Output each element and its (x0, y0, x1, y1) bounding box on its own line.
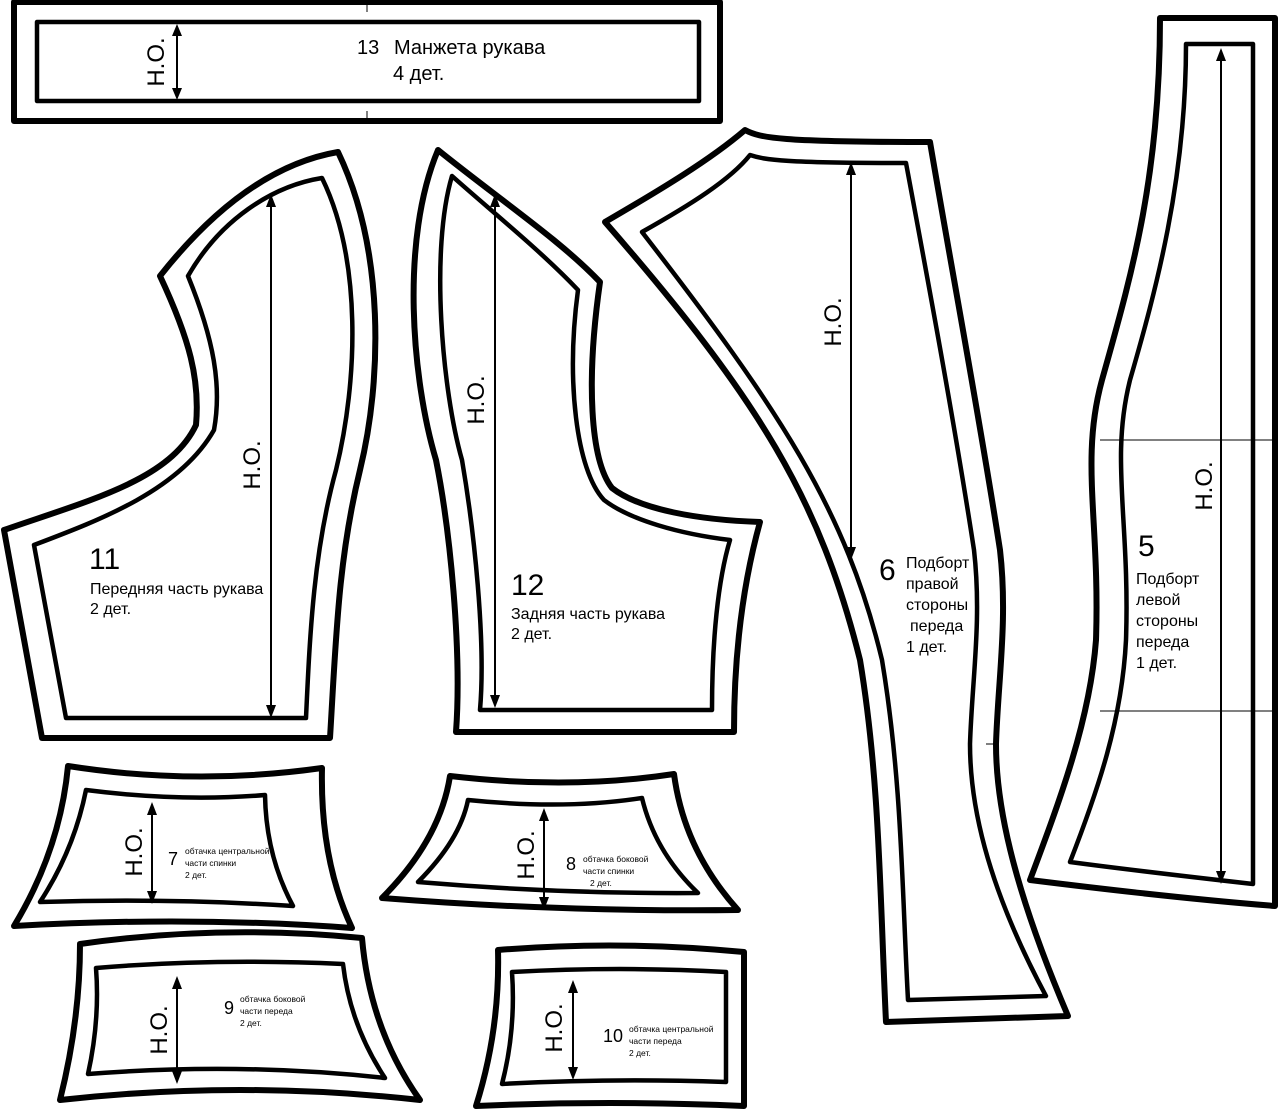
piece-12-cut-line (410, 147, 763, 735)
piece-5-grain-arrow (1216, 48, 1226, 884)
piece-10-count: 2 дет. (629, 1048, 651, 1058)
piece-11-grain-label: Н.О. (239, 440, 266, 489)
piece-6-line2: правой (906, 576, 959, 593)
piece-9-grain-label: Н.О. (146, 1005, 173, 1054)
piece-9-grain-arrow (172, 976, 182, 1084)
piece-12-number: 12 (511, 569, 544, 602)
piece-5-line3: стороны (1136, 613, 1198, 630)
piece-11-seam-line (31, 175, 355, 721)
piece-6-line4: переда (910, 618, 963, 635)
piece-11-number: 11 (89, 543, 120, 576)
piece-7-cut-line (11, 763, 355, 931)
piece-6-line3: стороны (906, 597, 968, 614)
piece-11-front-sleeve: Н.О. 11 Передняя часть рукава 2 дет. (1, 149, 379, 741)
piece-13-count: 4 дет. (393, 63, 444, 85)
piece-13-sleeve-cuff: Н.О. 13 Манжета рукава 4 дет. (11, 0, 723, 124)
piece-9-seam-line (85, 959, 388, 1081)
piece-12-back-sleeve: Н.О. 12 Задняя часть рукава 2 дет. (410, 147, 763, 735)
piece-10-number: 10 (603, 1026, 623, 1046)
piece-7-seam-line (37, 787, 296, 909)
piece-12-seam-line (437, 173, 733, 713)
piece-5-grain-label: Н.О. (1191, 461, 1218, 510)
piece-7-center-back-facing: Н.О. 7 обтачка центральной части спинки … (11, 763, 355, 931)
piece-5-left-front-facing: Н.О. 5 Подборт левой стороны переда 1 де… (1027, 15, 1278, 909)
piece-11-cut-line (1, 149, 379, 741)
piece-10-center-front-facing: Н.О. 10 обтачка центральной части переда… (473, 942, 747, 1109)
piece-12-name: Задняя часть рукава (511, 606, 665, 623)
piece-10-line1: обтачка центральной (629, 1024, 714, 1034)
piece-5-count: 1 дет. (1136, 655, 1177, 672)
piece-10-seam-line (499, 966, 729, 1087)
piece-13-grain-label: Н.О. (143, 37, 170, 86)
piece-11-grain-arrow (266, 194, 276, 718)
piece-6-count: 1 дет. (906, 639, 947, 656)
piece-6-seam-line (639, 152, 1049, 1003)
piece-11-count: 2 дет. (90, 601, 131, 618)
piece-13-seam-line (34, 19, 702, 104)
piece-8-line2: части спинки (583, 866, 634, 876)
piece-13-name: Манжета рукава (394, 37, 546, 59)
piece-7-count: 2 дет. (185, 870, 207, 880)
piece-9-cut-line (57, 929, 423, 1103)
piece-5-line4: переда (1136, 634, 1189, 651)
piece-10-grain-label: Н.О. (541, 1003, 568, 1052)
piece-10-cut-line (473, 942, 747, 1109)
piece-5-cut-line (1027, 15, 1278, 909)
piece-6-grain-label: Н.О. (820, 297, 847, 346)
piece-8-seam-line (415, 795, 701, 896)
piece-12-count: 2 дет. (511, 626, 552, 643)
piece-7-line2: части спинки (185, 858, 236, 868)
piece-7-line1: обтачка центральной (185, 846, 270, 856)
piece-12-grain-arrow (490, 194, 500, 708)
piece-9-count: 2 дет. (240, 1018, 262, 1028)
piece-10-line2: части переда (629, 1036, 682, 1046)
piece-6-right-front-facing: Н.О. 6 Подборт правой стороны переда 1 д… (602, 127, 1071, 1025)
piece-5-line1: Подборт (1136, 571, 1200, 588)
piece-6-number: 6 (879, 554, 896, 587)
piece-9-side-front-facing: Н.О. 9 обтачка боковой части переда 2 де… (57, 929, 423, 1103)
piece-6-grain-arrow (846, 162, 856, 560)
piece-7-number: 7 (168, 849, 178, 869)
piece-8-line1: обтачка боковой (583, 854, 649, 864)
piece-8-number: 8 (566, 854, 576, 874)
piece-6-line1: Подборт (906, 555, 970, 572)
piece-8-side-back-facing: Н.О. 8 обтачка боковой части спинки 2 де… (379, 771, 741, 914)
piece-8-grain-label: Н.О. (513, 830, 540, 879)
piece-9-line2: части переда (240, 1006, 293, 1016)
piece-12-grain-label: Н.О. (463, 375, 490, 424)
piece-10-grain-arrow (568, 980, 578, 1080)
piece-13-number: 13 (357, 37, 379, 59)
piece-7-grain-label: Н.О. (121, 827, 148, 876)
piece-7-grain-arrow (147, 802, 157, 904)
piece-8-cut-line (379, 771, 741, 914)
piece-5-seam-line (1067, 41, 1256, 887)
piece-13-grain-arrow (172, 24, 182, 100)
piece-9-number: 9 (224, 998, 234, 1018)
piece-9-line1: обтачка боковой (240, 994, 306, 1004)
piece-8-grain-arrow (539, 808, 549, 910)
piece-6-cut-line (602, 127, 1071, 1025)
piece-11-name: Передняя часть рукава (90, 581, 263, 598)
piece-8-count: 2 дет. (590, 878, 612, 888)
piece-5-line2: левой (1136, 592, 1180, 609)
piece-5-number: 5 (1138, 530, 1155, 563)
